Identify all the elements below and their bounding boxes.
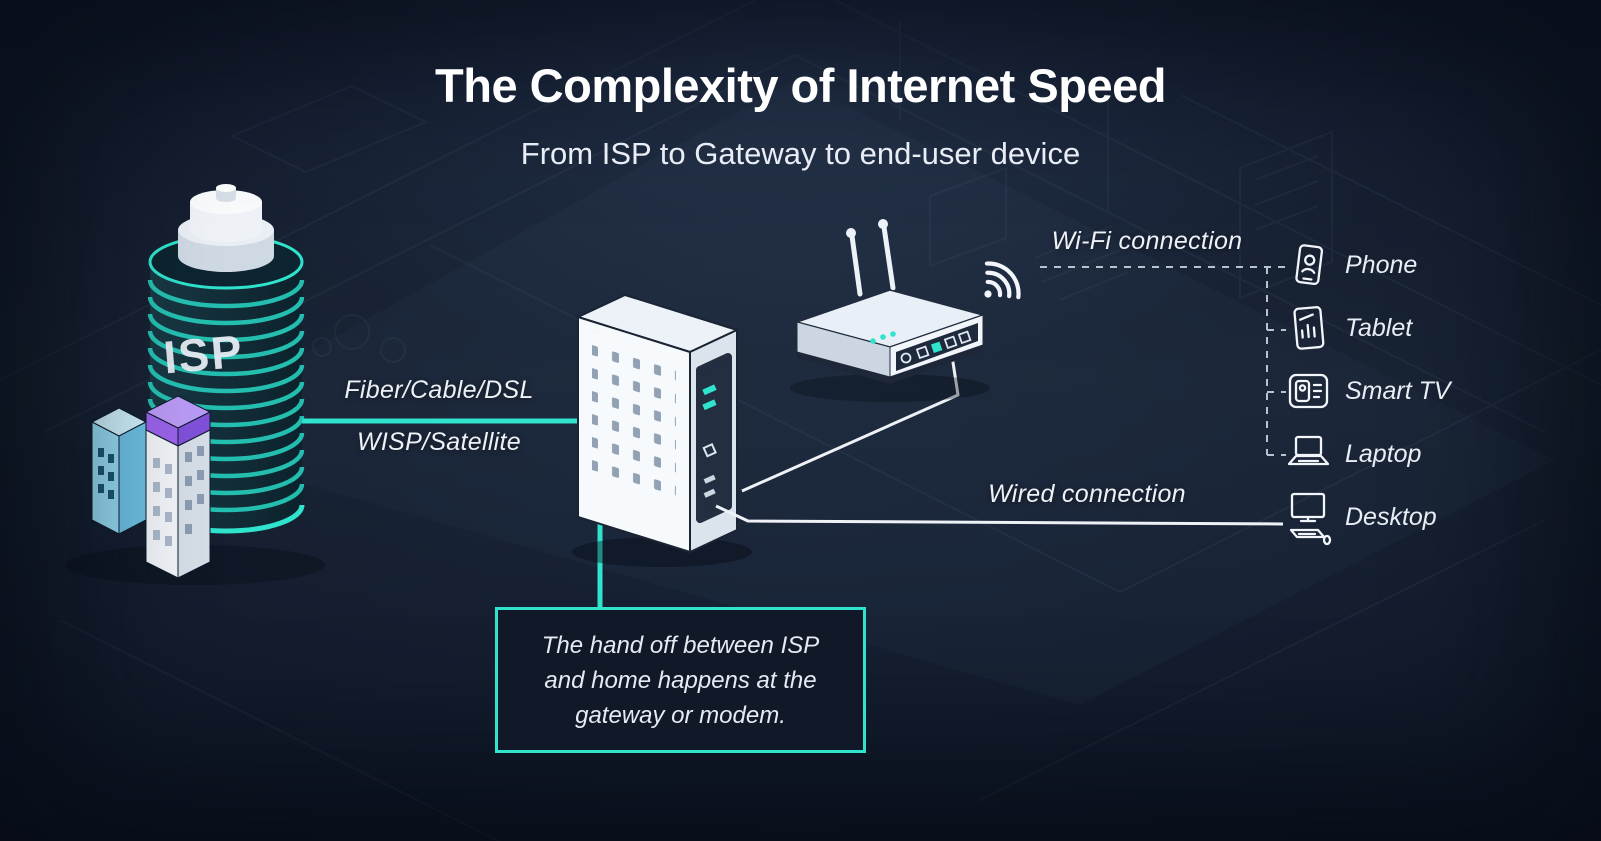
page-title: The Complexity of Internet Speed — [435, 59, 1166, 112]
wifi-signal-icon — [984, 261, 1021, 300]
router-controls — [870, 330, 972, 364]
callout-text-line: The hand off between ISP — [541, 631, 820, 659]
isp-link-label-bottom: WISP/Satellite — [357, 428, 521, 456]
small-buildings — [90, 395, 212, 579]
modem-illustration — [572, 293, 752, 567]
modem-status-lights — [702, 384, 717, 498]
router-modem-cable — [741, 355, 960, 493]
callout-text-line: and home happens at the — [544, 666, 817, 694]
device-label: Desktop — [1345, 503, 1437, 531]
device-row-laptop: Laptop — [1284, 423, 1451, 486]
device-label: Phone — [1345, 251, 1418, 279]
tablet-icon — [1284, 301, 1332, 357]
device-row-tablet: Tablet — [1284, 297, 1451, 360]
isp-link-label-top: Fiber/Cable/DSL — [344, 376, 534, 404]
isp-label: ISP — [161, 325, 245, 384]
wifi-connection-label: Wi-Fi connection — [1051, 227, 1243, 255]
wired-connection-label: Wired connection — [988, 480, 1186, 508]
callout-text-line: gateway or modem. — [575, 701, 786, 729]
smart-tv-icon — [1284, 364, 1332, 420]
callout-box: The hand off between ISP and home happen… — [495, 607, 866, 753]
device-label: Tablet — [1345, 314, 1413, 342]
wired-connection-line — [715, 504, 1284, 526]
device-label: Smart TV — [1345, 377, 1451, 405]
device-row-desktop: Desktop — [1284, 486, 1451, 549]
modem-vents — [592, 332, 676, 504]
isp-building-illustration: ISP — [65, 184, 325, 585]
router-shadow — [790, 374, 990, 402]
wifi-dashed-lines — [1040, 266, 1286, 456]
desktop-icon — [1284, 490, 1332, 546]
laptop-icon — [1284, 427, 1332, 483]
phone-icon — [1284, 238, 1332, 294]
device-row-smart-tv: Smart TV — [1284, 360, 1451, 423]
device-label: Laptop — [1345, 440, 1422, 468]
device-row-phone: Phone — [1284, 234, 1451, 297]
router-illustration — [790, 219, 990, 402]
device-list: Phone Tablet — [1284, 234, 1451, 549]
page-subtitle: From ISP to Gateway to end-user device — [520, 136, 1081, 171]
